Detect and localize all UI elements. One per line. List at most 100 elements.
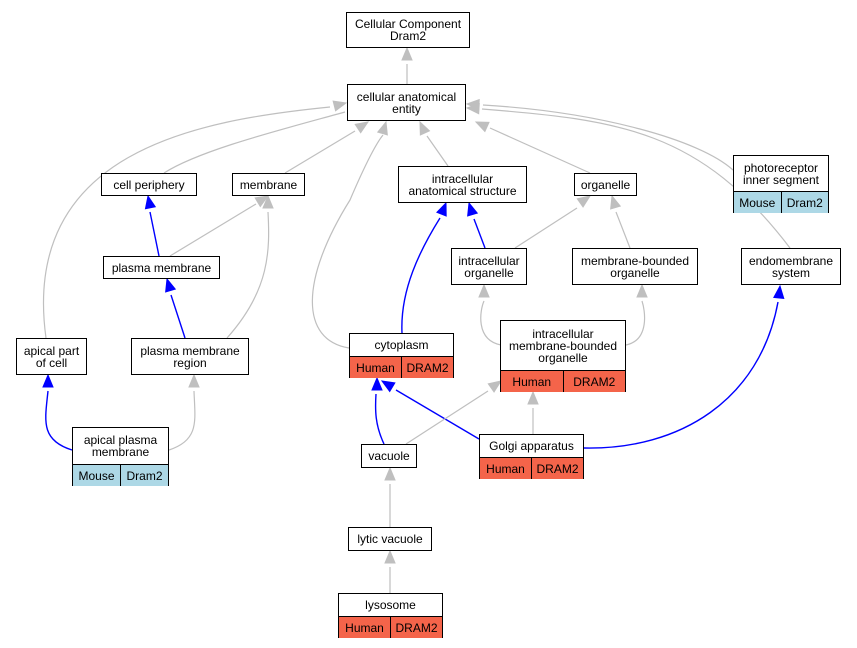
edge-imbo-mbo-arrowhead (636, 283, 648, 298)
species-cell: Human (480, 458, 531, 479)
node-label: cell periphery (113, 177, 185, 192)
edge-apc-cae-arrowhead (332, 100, 348, 112)
edge-lv-vac (384, 466, 396, 527)
node-intracellular-membrane-bounded-organelle[interactable]: intracellular membrane-bounded organelle… (500, 320, 626, 392)
node-lysosome[interactable]: lysosome Human DRAM2 (338, 593, 443, 638)
node-vacuole[interactable]: vacuole (361, 444, 417, 468)
gene-cell: DRAM2 (531, 458, 583, 479)
edge-apm-apc (42, 373, 73, 451)
node-label: intracellular organelle (458, 253, 520, 280)
node-intracellular-anatomical-structure[interactable]: intracellular anatomical structure (398, 166, 527, 203)
node-lytic-vacuole[interactable]: lytic vacuole (348, 527, 432, 551)
edge-golgi-imbo-arrowhead (527, 390, 539, 405)
node-apical-plasma-membrane[interactable]: apical plasma membrane Mouse Dram2 (72, 427, 169, 486)
edge-cyto-ias-arrowhead (436, 201, 447, 217)
species-cell: Human (501, 371, 563, 392)
node-label: Cellular Component Dram2 (354, 17, 462, 43)
edge-lv-vac-arrowhead (384, 466, 396, 481)
gene-annotation-row: Mouse Dram2 (73, 464, 168, 486)
edge-mbo-org (610, 194, 631, 249)
gene-cell: DRAM2 (401, 357, 453, 378)
node-golgi-apparatus[interactable]: Golgi apparatus Human DRAM2 (479, 434, 584, 479)
node-cellular-anatomical-entity[interactable]: cellular anatomical entity (347, 84, 466, 121)
gene-annotation-row: Human DRAM2 (350, 356, 453, 378)
edge-cyto-ias (401, 201, 447, 334)
node-label: endomembrane system (748, 253, 834, 280)
edge-es-cae-arrowhead (465, 103, 480, 115)
node-label: lytic vacuole (357, 532, 423, 546)
node-label: apical plasma membrane (83, 433, 158, 459)
edge-golgi-es (583, 284, 785, 449)
node-label: cellular anatomical entity (356, 89, 457, 116)
node-label: plasma membrane (111, 260, 212, 275)
node-label: membrane (239, 177, 298, 192)
edge-io-ias (467, 201, 486, 249)
node-membrane-bounded-organelle[interactable]: membrane-bounded organelle (572, 248, 698, 285)
species-cell: Human (339, 617, 390, 638)
edge-mem-cae (284, 121, 370, 174)
gene-cell: Dram2 (120, 465, 168, 486)
edge-vac-imbo-arrowhead (487, 380, 503, 393)
edge-pmr-mem-arrowhead (262, 194, 274, 209)
edge-io-ias-arrowhead (467, 201, 479, 217)
gene-annotation-row: Mouse Dram2 (734, 191, 828, 213)
node-label: intracellular anatomical structure (408, 171, 517, 198)
edge-imbo-io (478, 283, 502, 346)
node-membrane[interactable]: membrane (232, 173, 305, 196)
node-organelle[interactable]: organelle (574, 173, 637, 196)
edge-org-cae-arrowhead (474, 121, 490, 133)
edge-lyso-lv (384, 549, 396, 593)
edge-lyso-lv-arrowhead (384, 549, 396, 564)
edge-golgi-cyto (380, 380, 480, 440)
edge-apm-pmr-arrowhead (188, 373, 200, 388)
node-intracellular-organelle[interactable]: intracellular organelle (451, 248, 527, 285)
edge-golgi-imbo (527, 390, 539, 434)
edge-ias-cae-arrowhead (419, 120, 431, 136)
gene-annotation-row: Human DRAM2 (501, 370, 625, 392)
edge-pm-mem-arrowhead (254, 195, 270, 208)
node-plasma-membrane[interactable]: plasma membrane (103, 256, 220, 279)
node-label: apical part of cell (23, 343, 80, 370)
edge-imbo-mbo (625, 283, 648, 346)
edge-imbo-io-arrowhead (478, 283, 490, 298)
node-label: cytoplasm (374, 338, 429, 352)
node-label: membrane-bounded organelle (580, 253, 690, 280)
gene-annotation-row: Human DRAM2 (339, 616, 442, 638)
edge-vac-cyto (371, 376, 385, 445)
node-endomembrane-system[interactable]: endomembrane system (741, 248, 841, 285)
gene-annotation-row: Human DRAM2 (480, 457, 583, 479)
edge-apc-cae (43, 100, 348, 339)
edge-ias-cae (419, 120, 449, 167)
edge-pmr-mem (226, 194, 274, 339)
node-cytoplasm[interactable]: cytoplasm Human DRAM2 (349, 333, 454, 378)
node-cell-periphery[interactable]: cell periphery (101, 173, 197, 196)
edge-pm-cp-arrowhead (144, 194, 157, 210)
edge-org-cae (474, 121, 591, 174)
edge-cae-root-arrowhead (401, 46, 413, 61)
node-cellular-component-dram2[interactable]: Cellular Component Dram2 (346, 12, 470, 48)
node-label: intracellular membrane-bounded organelle (508, 326, 618, 365)
edge-io-org-arrowhead (576, 195, 592, 208)
species-cell: Mouse (734, 192, 781, 213)
node-label: Golgi apparatus (489, 439, 574, 453)
gene-cell: Dram2 (780, 192, 828, 213)
edge-pm-cp (144, 194, 160, 257)
gene-cell: DRAM2 (390, 617, 442, 638)
node-label: photoreceptor inner segment (742, 160, 820, 187)
node-photoreceptor-inner-segment[interactable]: photoreceptor inner segment Mouse Dram2 (733, 155, 829, 213)
edge-apm-pmr (168, 373, 200, 451)
edge-cyto-cae-arrowhead (376, 120, 388, 136)
edge-mem-cae-arrowhead (354, 121, 370, 134)
edge-cyto-cae (311, 120, 388, 349)
node-label: vacuole (368, 449, 410, 463)
edge-apm-apc-arrowhead (42, 373, 54, 388)
node-apical-part-of-cell[interactable]: apical part of cell (16, 338, 87, 375)
node-label: lysosome (365, 598, 416, 612)
edge-golgi-es-arrowhead (773, 284, 785, 300)
node-plasma-membrane-region[interactable]: plasma membrane region (131, 338, 249, 375)
edge-io-org (514, 195, 592, 249)
edge-pis-cae (465, 98, 734, 171)
node-label: organelle (580, 177, 631, 192)
edge-golgi-cyto-arrowhead (380, 380, 396, 393)
